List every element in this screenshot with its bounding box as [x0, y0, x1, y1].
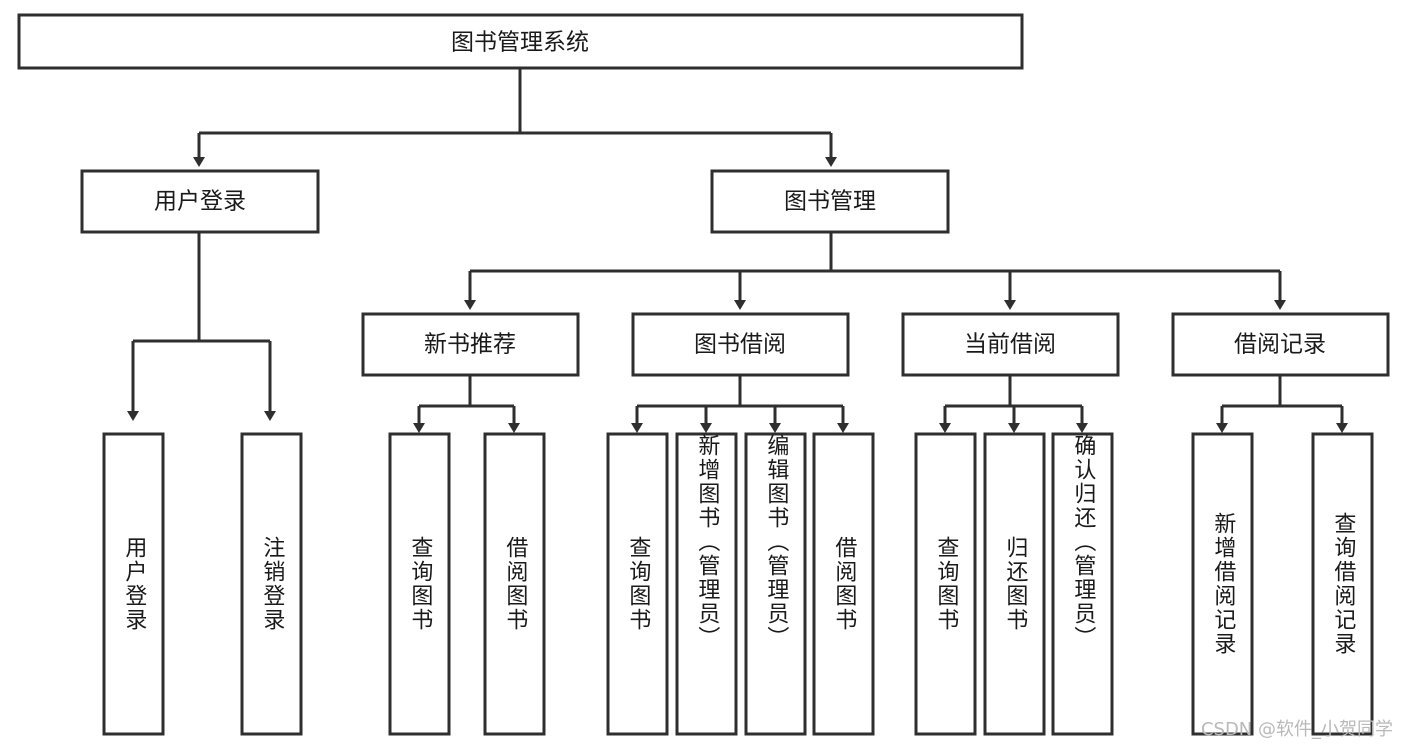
- leaf-box-return-book[interactable]: [983, 432, 1046, 736]
- connector-group: [127, 68, 1348, 433]
- node-current-borrow-label: 当前借阅: [964, 332, 1056, 358]
- node-borrow-record[interactable]: 借阅记录: [1171, 312, 1390, 377]
- leaf-box-edit-book[interactable]: [744, 432, 807, 736]
- node-borrow-record-label: 借阅记录: [1234, 332, 1326, 358]
- node-root-box[interactable]: [17, 13, 1024, 70]
- node-book-manage-label: 图书管理: [784, 189, 876, 215]
- node-user-login-box[interactable]: [80, 169, 320, 234]
- node-current-borrow-box[interactable]: [901, 312, 1120, 377]
- node-borrow-record-box[interactable]: [1171, 312, 1390, 377]
- node-user-login-label: 用户登录: [154, 189, 246, 215]
- leaf-box-query-book-3[interactable]: [914, 432, 977, 736]
- node-new-book-recommend[interactable]: 新书推荐: [361, 312, 580, 377]
- node-current-borrow[interactable]: 当前借阅: [901, 312, 1120, 377]
- leaf-box-borrow-book-2[interactable]: [812, 432, 875, 736]
- node-new-book-recommend-box[interactable]: [361, 312, 580, 377]
- node-book-manage[interactable]: 图书管理: [710, 169, 950, 234]
- node-book-borrow[interactable]: 图书借阅: [631, 312, 850, 377]
- node-book-manage-box[interactable]: [710, 169, 950, 234]
- leaf-box-query-record[interactable]: [1311, 432, 1374, 736]
- leaf-box-confirm-return[interactable]: [1051, 432, 1114, 736]
- leaf-box-query-book-1[interactable]: [388, 432, 451, 736]
- leaf-box-add-record[interactable]: [1191, 432, 1254, 736]
- node-root[interactable]: 图书管理系统: [17, 13, 1024, 70]
- node-root-label: 图书管理系统: [451, 30, 589, 56]
- leaf-box-borrow-book-1[interactable]: [483, 432, 546, 736]
- node-book-borrow-box[interactable]: [631, 312, 850, 377]
- leaf-box-user-login[interactable]: [102, 432, 165, 736]
- leaf-box-user-logout[interactable]: [240, 432, 303, 736]
- node-book-borrow-label: 图书借阅: [694, 332, 786, 358]
- csdn-watermark: CSDN @软件_小贺同学: [1200, 719, 1393, 740]
- leaf-box-query-book-2[interactable]: [606, 432, 669, 736]
- node-user-login[interactable]: 用户登录: [80, 169, 320, 234]
- leaf-box-add-book[interactable]: [675, 432, 738, 736]
- node-new-book-recommend-label: 新书推荐: [424, 332, 516, 358]
- leaf-box-group: [102, 432, 1374, 736]
